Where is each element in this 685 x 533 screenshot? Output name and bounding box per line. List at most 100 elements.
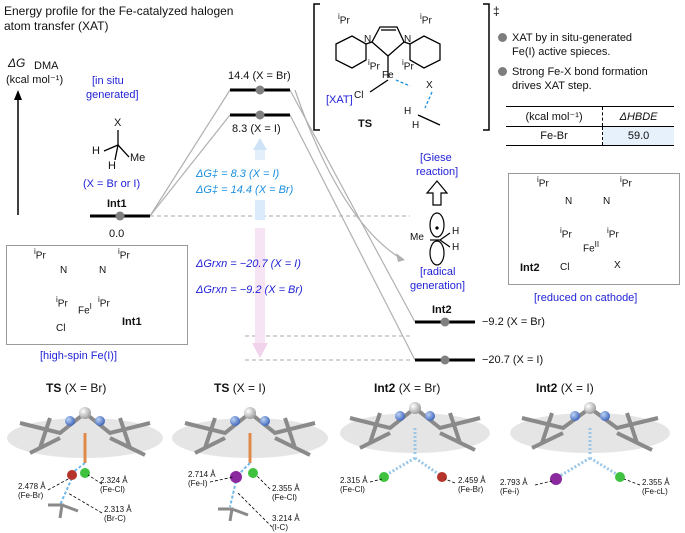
int2-ipr-2: iPr bbox=[620, 175, 632, 190]
ts-dagger: ‡ bbox=[493, 4, 500, 18]
hbde-row-value: 59.0 bbox=[602, 126, 674, 146]
struct-3-d2: 2.459 Å(Fe-Br) bbox=[458, 476, 486, 494]
int2-fe: FeII bbox=[583, 240, 600, 255]
radical-gen-line-2: generation] bbox=[410, 280, 466, 292]
ts-n-1: N bbox=[364, 34, 372, 45]
hbde-header-units: (kcal mol⁻¹) bbox=[506, 106, 604, 127]
int1-spin-note: [high-spin Fe(I)] bbox=[40, 350, 118, 362]
int1-ipr-2: iPr bbox=[118, 247, 130, 262]
ts-level-i-label: 8.3 (X = I) bbox=[232, 123, 281, 135]
struct-4-title: Int2 (X = I) bbox=[536, 381, 594, 395]
bullet-1-line-2: Fe(I) active spieces. bbox=[512, 46, 611, 58]
bullet-2-line-1: Strong Fe-X bond formation bbox=[498, 66, 648, 78]
struct-2-d1: 2.714 Å(Fe-I) bbox=[188, 470, 216, 488]
connector-radical bbox=[294, 89, 401, 259]
hbde-header-value: ΔHBDE bbox=[619, 110, 658, 123]
radical-me: Me bbox=[410, 232, 424, 243]
int2-level-i-label: −20.7 (X = I) bbox=[482, 354, 544, 366]
radical-gen-line-1: [radical bbox=[420, 266, 456, 278]
barrier-br: ΔG‡ = 14.4 (X = Br) bbox=[196, 184, 294, 196]
giese-line-1: [Giese bbox=[420, 152, 452, 164]
y-axis-arrowhead bbox=[14, 90, 22, 100]
reaction-bar bbox=[255, 228, 265, 343]
connector-ts-br-int2 bbox=[289, 89, 416, 323]
ts-level-br-label: 14.4 (X = Br) bbox=[228, 70, 291, 82]
substrate-h2: H bbox=[108, 160, 116, 172]
ts-ipr-3: iPr bbox=[368, 58, 380, 73]
int1-ipr-3: iPr bbox=[56, 295, 68, 310]
substrate-h1: H bbox=[92, 145, 100, 157]
substrate-molecule bbox=[103, 130, 130, 161]
ts-bracket-right bbox=[483, 3, 490, 131]
struct-1-d2: 2.324 Å(Fe-Cl) bbox=[100, 476, 128, 494]
ts-cl: Cl bbox=[354, 90, 364, 101]
struct-2-title: TS (X = I) bbox=[214, 381, 266, 395]
bullet-1-line-1: XAT by in situ-generated bbox=[498, 32, 632, 44]
level-int1-dot bbox=[115, 211, 125, 221]
level-ts-br-dot bbox=[255, 85, 265, 95]
substrate-note: (X = Br or I) bbox=[83, 178, 141, 190]
radical-h-1: H bbox=[452, 226, 460, 237]
axis-units: (kcal mol⁻¹) bbox=[6, 74, 64, 86]
int2-cathode-note: [reduced on cathode] bbox=[534, 292, 638, 304]
int2-name: Int2 bbox=[432, 304, 452, 316]
barrier-bar-lower bbox=[255, 200, 265, 220]
ts-molecule bbox=[335, 26, 441, 126]
ts-h-1: H bbox=[404, 106, 412, 117]
giese-line-2: reaction] bbox=[416, 166, 459, 178]
in-situ-line-1: [in situ bbox=[92, 75, 124, 87]
int1-fe: FeI bbox=[78, 302, 92, 317]
giese-arrow bbox=[425, 180, 449, 206]
connector-int1-ts-br bbox=[149, 89, 231, 217]
struct-1-render bbox=[7, 407, 163, 519]
ts-n-2: N bbox=[404, 34, 412, 45]
axis-delta-g: ΔG bbox=[8, 56, 26, 70]
int1-name: Int1 bbox=[107, 198, 127, 210]
substrate-x: X bbox=[114, 117, 122, 129]
ts-bracket-left bbox=[313, 3, 320, 131]
struct-2-d2: 2.355 Å(Fe-Cl) bbox=[272, 484, 300, 502]
int2-level-br-label: −9.2 (X = Br) bbox=[482, 316, 545, 328]
in-situ-line-2: generated] bbox=[86, 89, 139, 101]
int1-energy: 0.0 bbox=[109, 228, 125, 240]
rxn-i: ΔGrxn = −20.7 (X = I) bbox=[196, 258, 301, 270]
connector-ts-i-int2 bbox=[289, 114, 416, 361]
ts-ipr-1: iPr bbox=[338, 12, 350, 27]
radical-h-2: H bbox=[452, 242, 460, 253]
barrier-i: ΔG‡ = 8.3 (X = I) bbox=[196, 168, 280, 180]
struct-1-d1: 2.478 Å(Fe-Br) bbox=[18, 482, 46, 500]
radical-molecule bbox=[429, 212, 451, 266]
struct-4-render bbox=[510, 402, 670, 485]
int1-ipr-1: iPr bbox=[34, 247, 46, 262]
hbde-table: (kcal mol⁻¹) ΔHBDE Fe-Br 59.0 bbox=[506, 106, 674, 146]
reaction-arrow-down bbox=[252, 343, 268, 358]
int1-box-name: Int1 bbox=[122, 316, 142, 328]
title-line-1: Energy profile for the Fe-catalyzed halo… bbox=[4, 4, 234, 18]
struct-2-d3: 3.214 Å(I-C) bbox=[272, 514, 300, 532]
struct-2-render bbox=[172, 407, 328, 522]
int1-n-1: N bbox=[60, 265, 68, 276]
ts-ipr-4: iPr bbox=[402, 58, 414, 73]
bullet-2-line-2: drives XAT step. bbox=[512, 80, 592, 92]
int2-ipr-3: iPr bbox=[560, 226, 572, 241]
hbde-row-label: Fe-Br bbox=[506, 126, 604, 146]
substrate-me: Me bbox=[130, 152, 146, 164]
ts-name: TS bbox=[358, 118, 373, 130]
axis-solvent: DMA bbox=[34, 60, 59, 72]
int2-n-1: N bbox=[565, 196, 573, 207]
title-line-2: atom transfer (XAT) bbox=[4, 19, 109, 33]
int2-n-2: N bbox=[603, 196, 611, 207]
struct-1-d3: 2.313 Å(Br-C) bbox=[104, 505, 132, 523]
int2-ipr-4: iPr bbox=[607, 226, 619, 241]
int2-ipr-1: iPr bbox=[537, 175, 549, 190]
connector-int1-ts-i bbox=[149, 114, 231, 217]
int1-ipr-4: iPr bbox=[98, 295, 110, 310]
ts-ipr-2: iPr bbox=[420, 12, 432, 27]
ts-h-2: H bbox=[412, 120, 420, 131]
barrier-arrow-up bbox=[253, 138, 267, 150]
ts-xat-tag: [XAT] bbox=[326, 94, 353, 106]
level-int2-br-dot bbox=[440, 317, 450, 327]
int2-cl: Cl bbox=[560, 262, 570, 273]
struct-3-title: Int2 (X = Br) bbox=[374, 381, 441, 395]
level-ts-i-dot bbox=[255, 110, 265, 120]
